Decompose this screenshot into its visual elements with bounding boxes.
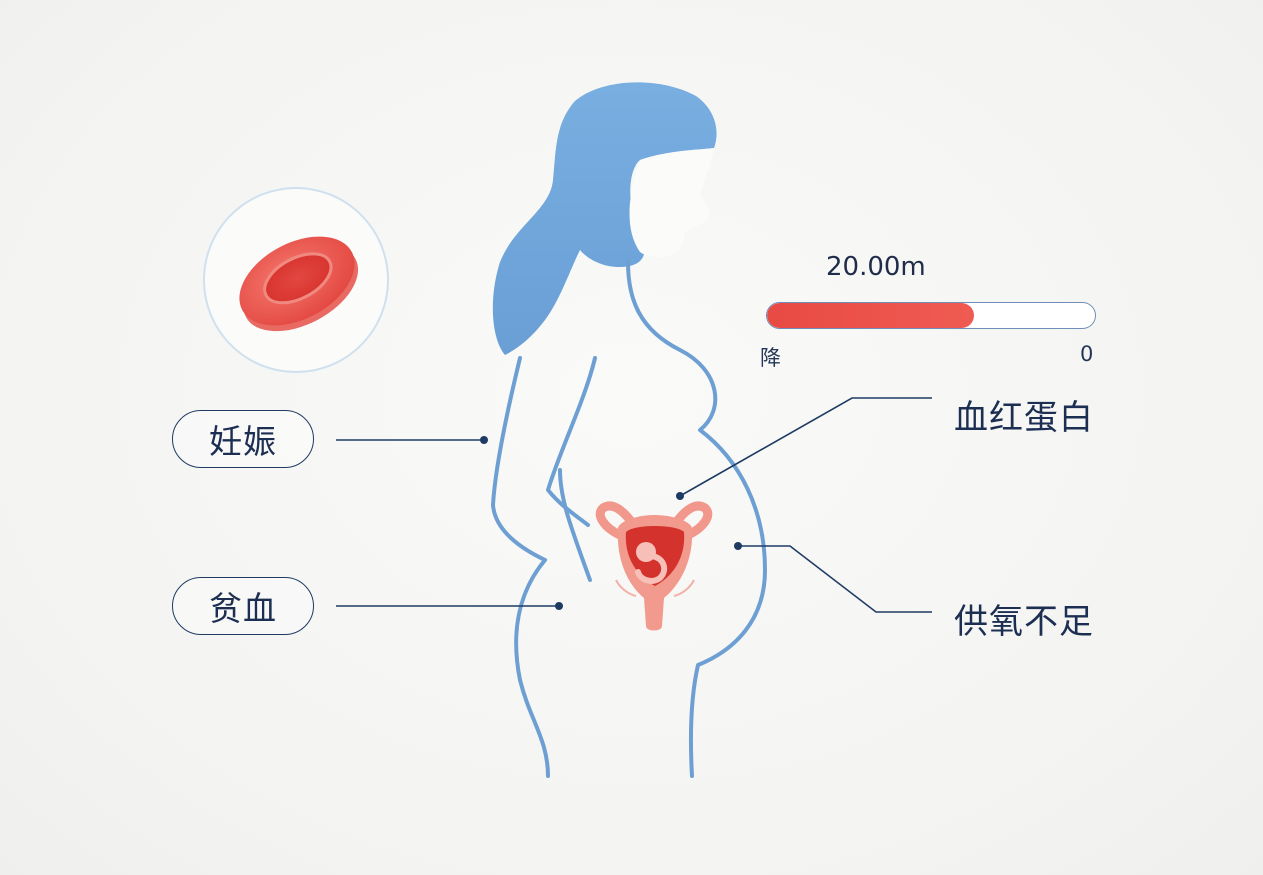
leader-lines — [336, 397, 932, 613]
pregnancy-pill: 妊娠 — [172, 410, 314, 468]
leader-dots — [480, 436, 742, 610]
hemoglobin-label: 血红蛋白 — [954, 398, 1094, 438]
oxygen-shortage-label: 供氧不足 — [954, 602, 1094, 642]
red-blood-cell-icon — [203, 187, 389, 373]
woman-silhouette — [491, 82, 767, 778]
pregnancy-label: 妊娠 — [209, 422, 277, 461]
uterus-fetus-icon — [595, 501, 713, 631]
meter-track — [766, 302, 1096, 329]
anemia-label: 贫血 — [209, 589, 277, 628]
meter-value: 20.00m — [826, 252, 926, 282]
anemia-pill: 贫血 — [172, 577, 314, 635]
meter-max-label: 0 — [1080, 342, 1094, 366]
meter-min-label: 降 — [760, 346, 781, 370]
meter-fill — [767, 303, 974, 328]
